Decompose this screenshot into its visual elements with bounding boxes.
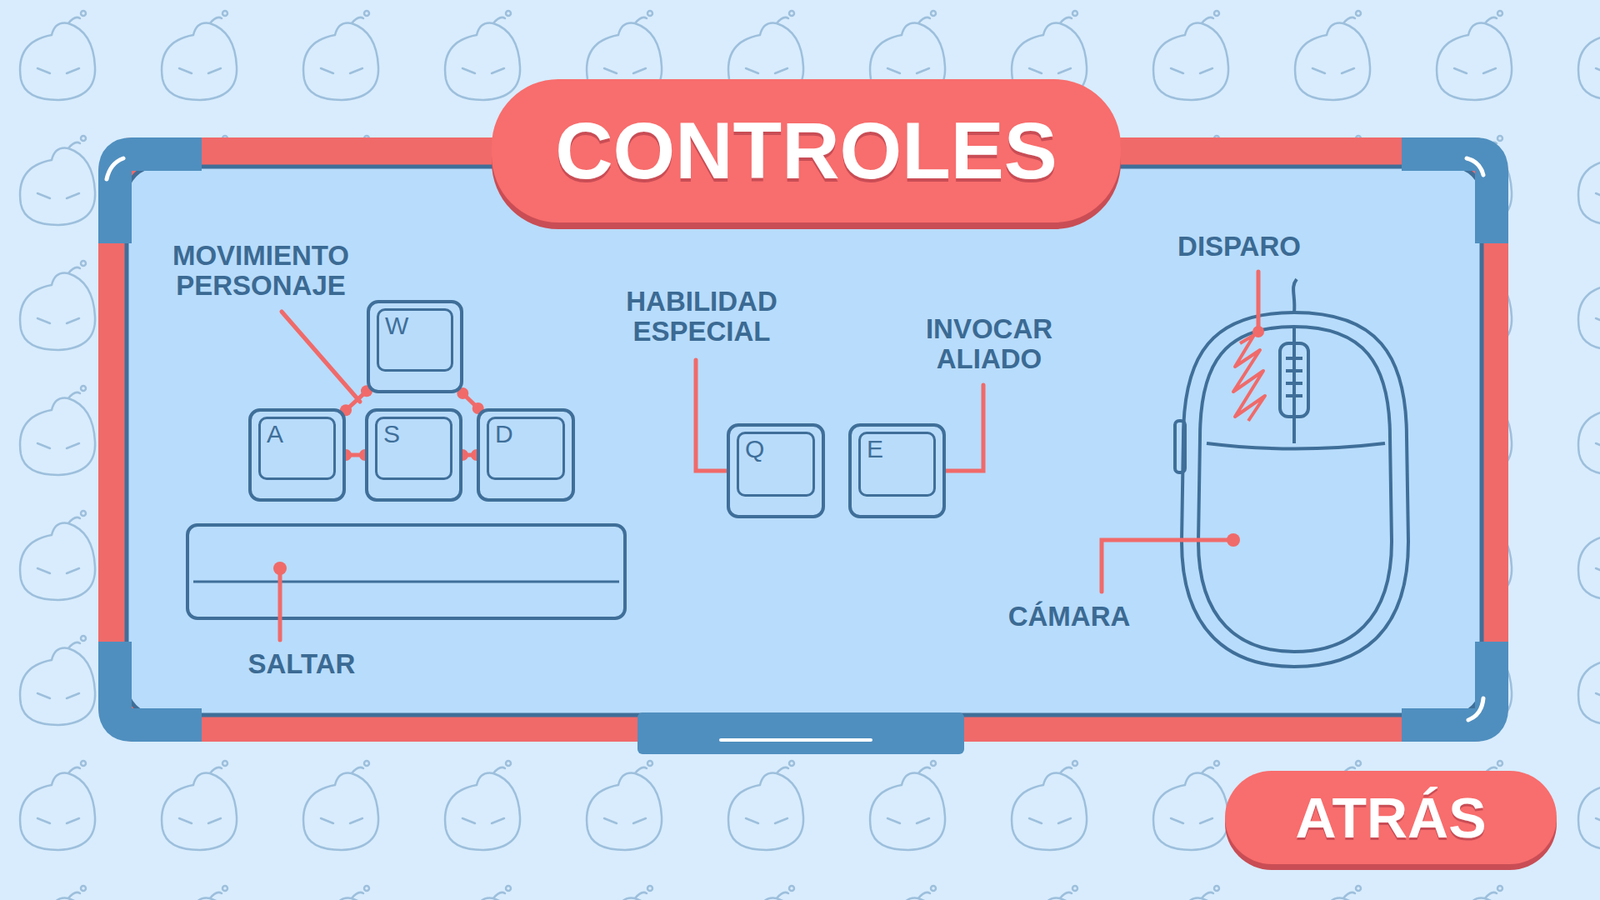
title-text: CONTROLES	[555, 110, 1058, 191]
keyboard-key: W	[366, 300, 464, 394]
callout-label: MOVIMIENTO PERSONAJE	[160, 240, 361, 302]
key-letter: Q	[745, 436, 822, 462]
button-text: ATRÁS	[1295, 789, 1486, 846]
callout-label: SALTAR	[248, 649, 356, 680]
keyboard-key: A	[248, 408, 346, 502]
callout-label: CÁMARA	[1008, 601, 1131, 632]
key-letter: A	[266, 421, 343, 447]
title-banner: CONTROLES	[491, 79, 1121, 223]
back-button: ATRÁS	[1225, 770, 1557, 865]
keyboard-key: E	[848, 423, 946, 519]
callout-label: DISPARO	[1177, 231, 1301, 262]
key-letter: E	[866, 436, 943, 462]
movement-link	[456, 387, 484, 415]
keyboard-key: S	[365, 408, 463, 502]
keyboard-key: Q	[726, 423, 825, 519]
key-letter: D	[495, 421, 572, 447]
callout-label: HABILIDAD ESPECIAL	[616, 286, 788, 348]
key-letter: S	[383, 421, 460, 447]
keyboard-key: D	[476, 408, 575, 502]
callout-label: INVOCAR ALIADO	[916, 314, 1063, 375]
key-letter: W	[385, 313, 460, 339]
